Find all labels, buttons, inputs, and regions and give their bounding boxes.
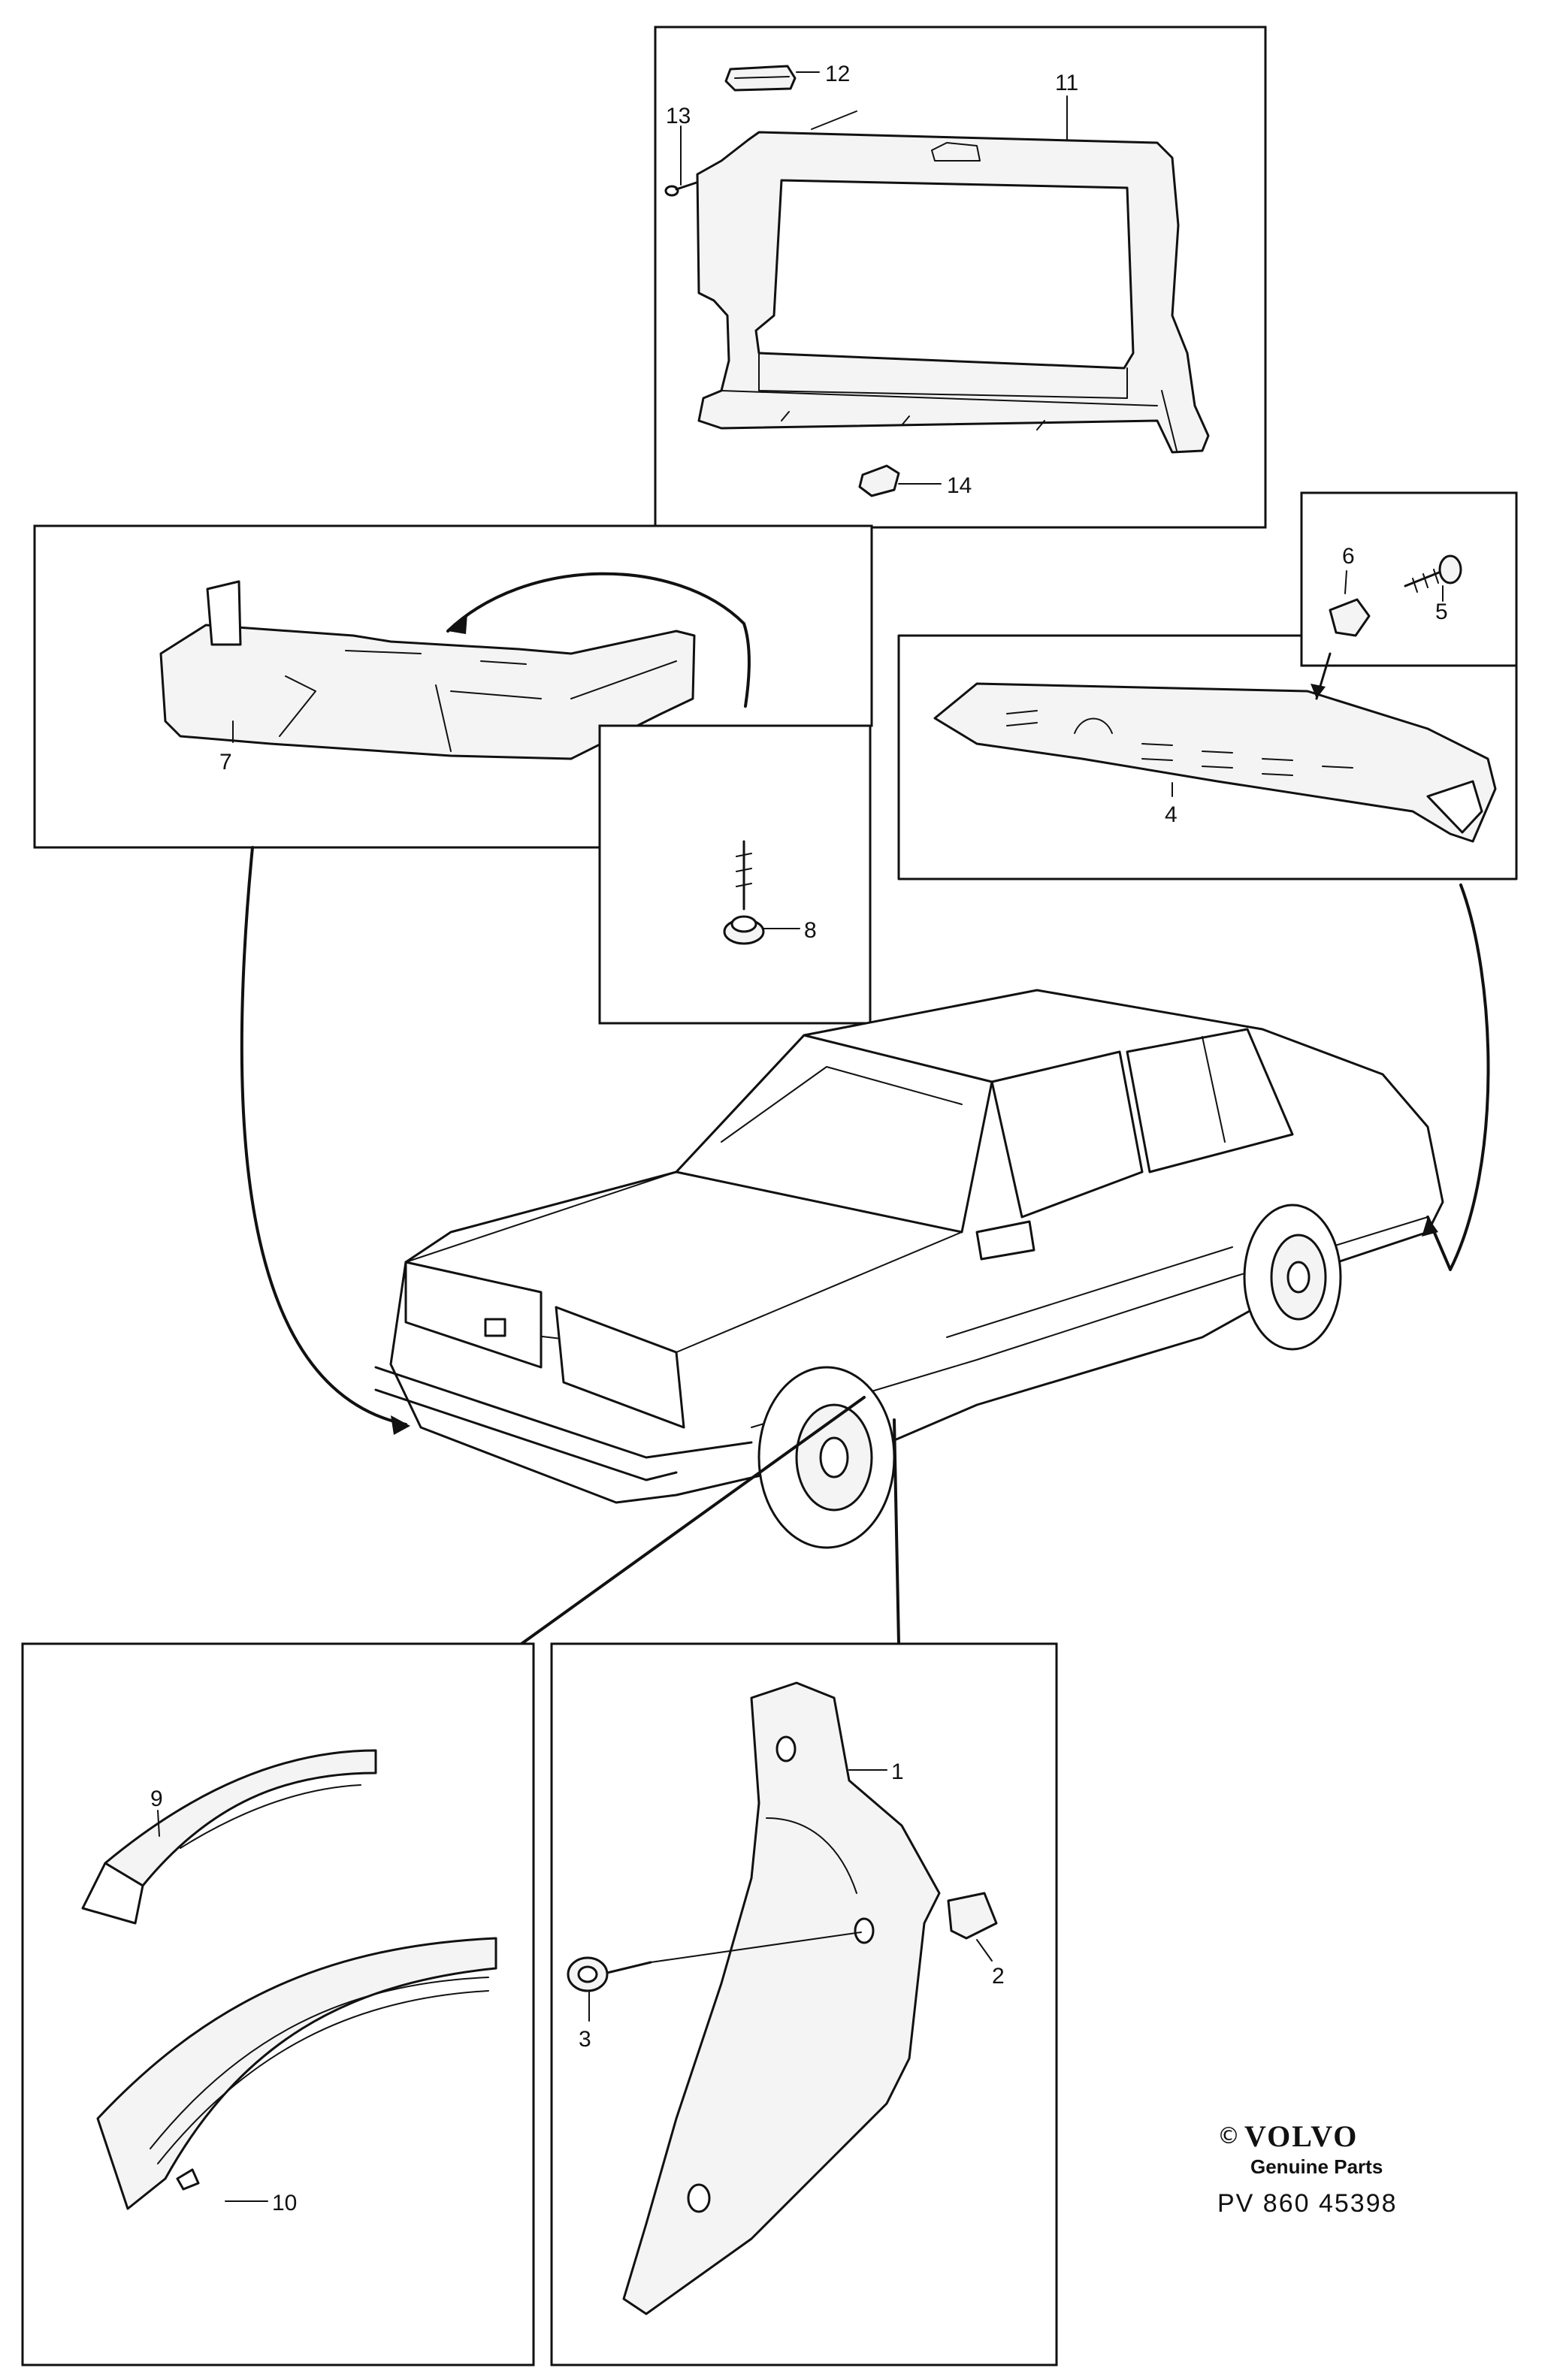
callout-1: 1 — [891, 1759, 904, 1784]
diagram-reference: PV 860 45398 — [1217, 2189, 1398, 2218]
part-6-clip — [1329, 570, 1371, 637]
part-12-clip — [724, 65, 797, 92]
arrow-arch — [520, 1396, 866, 1645]
callout-4: 4 — [1165, 802, 1178, 827]
volvo-logo: VOLVO — [1244, 2119, 1359, 2153]
brand-block: © VOLVO Genuine Parts PV 860 45398 — [1217, 2119, 1443, 2218]
callout-13: 13 — [666, 104, 691, 128]
callout-6: 6 — [1342, 544, 1355, 569]
part-5-screw — [1404, 554, 1462, 602]
genuine-parts-text: Genuine Parts — [1250, 2155, 1383, 2178]
copyright-symbol: © — [1217, 2123, 1240, 2149]
part-14-nut — [858, 464, 900, 497]
callout-5: 5 — [1435, 600, 1448, 624]
part-13-screw — [664, 180, 700, 197]
part-8-screw — [723, 840, 765, 945]
brand-logo-row: © VOLVO — [1217, 2119, 1443, 2154]
panel-wheel-arch: 9 10 — [21, 1642, 535, 2366]
arrow-flap — [893, 1418, 900, 1645]
arrow-tray — [240, 846, 407, 1426]
arrow-rear — [1426, 883, 1490, 1271]
callout-9: 9 — [150, 1787, 163, 1811]
panel-under-tray: 7 — [33, 524, 873, 849]
callout-8: 8 — [804, 918, 817, 943]
part-10-arch-lower — [96, 1937, 497, 2210]
panel-rear-deflector: 4 6 5 — [897, 491, 1518, 880]
callout-10: 10 — [272, 2191, 297, 2215]
callout-14: 14 — [947, 473, 972, 498]
part-2-clip — [947, 1892, 998, 1940]
panel-mud-flap: 1 2 3 — [550, 1642, 1058, 2366]
panel-splash-frame: 12 11 13 14 — [654, 26, 1267, 529]
part-9-arch-upper — [81, 1749, 377, 1925]
inset-fasteners — [1300, 491, 1518, 700]
callout-12: 12 — [825, 62, 850, 86]
callout-3: 3 — [579, 2027, 591, 2052]
panel-screw: 8 — [598, 724, 872, 1025]
part-7-tray — [159, 580, 696, 760]
car-illustration — [374, 989, 1444, 1549]
part-4-deflector — [933, 682, 1497, 843]
callout-11: 11 — [1055, 71, 1078, 95]
callout-2: 2 — [992, 1964, 1005, 1989]
part-11-frame — [696, 131, 1210, 454]
part-1-mud-flap — [622, 1681, 941, 2315]
callout-7: 7 — [219, 750, 232, 775]
part-3-screw — [567, 1956, 652, 1992]
